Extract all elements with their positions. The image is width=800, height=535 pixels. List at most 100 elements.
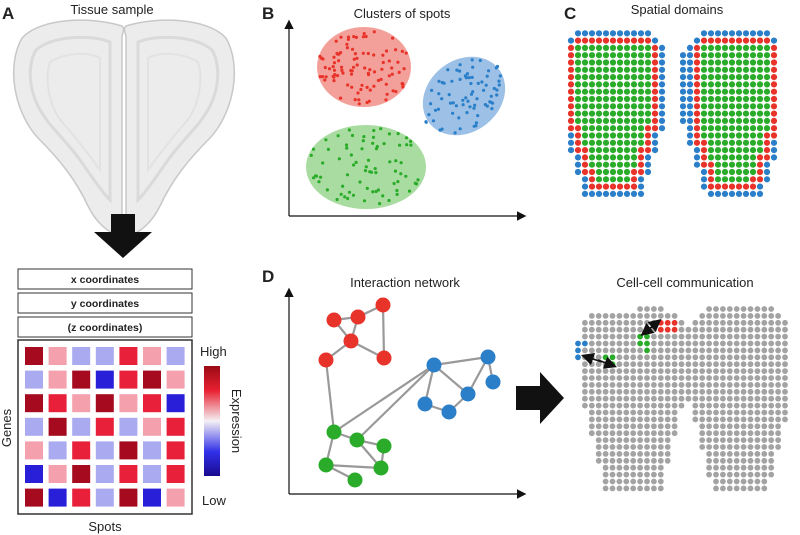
cluster-point: [358, 180, 362, 184]
domain-spot: [679, 74, 687, 81]
grey-spot: [754, 444, 761, 450]
domain-spot: [679, 81, 687, 88]
grey-spot: [747, 430, 754, 437]
grey-spot: [706, 444, 712, 450]
grey-spot: [747, 306, 754, 312]
domain-spot: [700, 44, 708, 52]
grey-spot: [761, 382, 768, 388]
grey-spot: [740, 340, 747, 347]
grey-spot: [747, 388, 754, 395]
domain-spot: [588, 139, 596, 146]
grey-spot: [740, 409, 747, 416]
grey-spot: [637, 423, 643, 430]
cluster-point: [458, 127, 462, 131]
network-edge: [381, 304, 386, 359]
cluster-point: [497, 83, 501, 87]
grey-spot: [630, 423, 637, 430]
domain-spot: [742, 66, 750, 73]
grey-spot: [740, 464, 747, 471]
cluster-point: [352, 163, 356, 167]
grey-spot: [657, 354, 664, 361]
domain-spot: [700, 52, 708, 59]
grey-spot: [754, 368, 761, 374]
cluster-point: [339, 96, 343, 100]
grey-spot: [609, 313, 616, 319]
domain-spot: [574, 168, 582, 176]
heatmap-cell: [166, 488, 185, 507]
cluster-point: [487, 69, 491, 73]
domain-spot: [574, 147, 582, 154]
grey-spot: [768, 423, 775, 430]
grey-spot: [706, 409, 712, 416]
grey-spot: [782, 319, 788, 326]
grey-spot: [588, 395, 595, 402]
domain-spot: [770, 154, 778, 161]
cluster-point: [361, 139, 365, 143]
grey-spot: [657, 306, 664, 312]
grey-spot: [754, 347, 761, 354]
domain-spot: [623, 154, 631, 161]
domain-spot: [567, 132, 575, 139]
heatmap-cell: [143, 347, 161, 365]
grey-spot: [664, 347, 671, 354]
domain-spot: [756, 190, 764, 197]
grey-spot: [637, 395, 643, 402]
grey-spot: [754, 361, 761, 368]
domain-spot: [735, 176, 743, 183]
cluster-point: [497, 79, 501, 83]
domain-spot: [637, 52, 645, 59]
grey-spot: [623, 361, 630, 368]
cluster-point: [343, 195, 347, 199]
domain-spot: [756, 183, 764, 190]
cluster-point: [451, 101, 455, 105]
domain-spot: [574, 161, 582, 168]
domain-spot: [749, 52, 757, 59]
grey-spot: [733, 485, 740, 492]
domain-spot: [707, 161, 715, 168]
y-coordinates-label: y coordinates: [71, 298, 139, 310]
grey-spot: [747, 375, 754, 381]
grey-spot: [651, 340, 657, 347]
domain-spot: [567, 139, 575, 146]
domain-spot: [630, 37, 638, 44]
domain-spot: [686, 125, 694, 132]
grey-spot: [630, 464, 637, 471]
network-node: [326, 424, 342, 440]
grey-spot: [768, 382, 775, 388]
domain-spot: [686, 66, 694, 73]
grey-spot: [692, 388, 699, 395]
network-edge: [333, 364, 435, 433]
domain-spot: [630, 147, 638, 154]
grey-spot: [775, 347, 781, 354]
grey-spot: [726, 368, 733, 374]
domain-spot: [595, 37, 603, 44]
cluster-point: [453, 131, 457, 135]
domain-spot: [651, 103, 659, 110]
domain-spot: [581, 132, 589, 139]
grey-spot: [761, 437, 768, 443]
cluster-point: [332, 68, 337, 72]
cluster-point: [353, 52, 357, 56]
grey-spot: [740, 313, 747, 319]
grey-spot: [775, 319, 781, 326]
domain-spot: [721, 132, 729, 139]
grey-spot: [671, 395, 678, 402]
grey-spot: [637, 326, 643, 333]
heatmap-cell: [48, 417, 67, 436]
cluster-point: [352, 57, 356, 61]
cluster-point: [401, 85, 405, 89]
domain-spot: [630, 190, 638, 197]
domain-spot: [595, 88, 603, 95]
domain-spot: [567, 59, 575, 66]
domain-spot: [609, 154, 617, 161]
domain-spot: [742, 176, 750, 183]
grey-spot: [713, 313, 719, 319]
cluster-point: [458, 63, 462, 67]
grey-spot: [754, 409, 761, 416]
domain-spot: [728, 168, 736, 176]
domain-spot: [721, 103, 729, 110]
domain-spot: [630, 154, 638, 161]
domain-spot: [658, 66, 666, 73]
domain-spot: [609, 176, 617, 183]
grey-spot: [657, 382, 664, 388]
